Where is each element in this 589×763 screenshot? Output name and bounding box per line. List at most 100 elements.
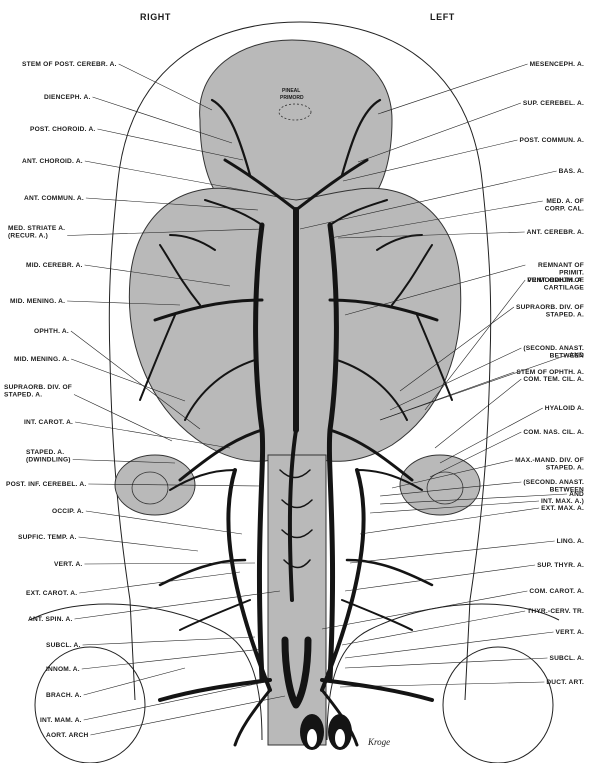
label-right-line: (SECOND. ANAST. (523, 479, 584, 486)
label-right-subcl-a: SUBCL. A. (549, 655, 584, 662)
label-right-line: ANT. CEREBR. A. (527, 229, 584, 236)
label-left-ant-choroid-a: ANT. CHOROID. A. (22, 158, 83, 165)
label-right-and: AND (569, 491, 584, 498)
label-left-line: (RECUR. A.) (8, 233, 48, 240)
labels-right-group: MESENCEPH. A.SUP. CEREBEL. A.POST. COMMU… (515, 61, 584, 686)
label-right-vert-a: VERT. A. (556, 629, 584, 636)
label-left-dienceph-a: DIENCEPH. A. (44, 94, 91, 101)
label-right-line: STAPED. A. (546, 465, 584, 472)
label-left-line: SUPRAORB. DIV. OF (4, 384, 72, 391)
label-left-line: MID. MENING. A. (14, 356, 69, 363)
label-right-line: COM. CAROT. A. (529, 588, 584, 595)
label-right-bas-a: BAS. A. (559, 168, 584, 175)
labels-left-group: STEM OF POST. CEREBR. A. DIENCEPH. A. POST… (4, 61, 117, 739)
label-left-int-mam-a: INT. MAM. A. (40, 717, 82, 724)
label-right-line: MED. A. OF (546, 198, 584, 205)
label-left-line: STAPED. A. (4, 392, 42, 399)
leader-line (345, 565, 535, 591)
label-left-occip-a: OCCIP. A. (52, 508, 84, 515)
label-right-line: SUPRAORB. DIV. OF (516, 304, 584, 311)
label-left-line: MID. MENING. A. (10, 298, 65, 305)
label-left-line: POST. CHOROID. A. (30, 126, 95, 133)
label-left-vert-a: VERT. A. (54, 561, 82, 568)
label-right-line: AND (569, 491, 584, 498)
label-right-line: SUBCL. A. (549, 655, 584, 662)
label-right-line: SUP. CEREBEL. A. (523, 100, 584, 107)
label-right-line: REMNANT OF (538, 262, 584, 269)
label-left-line: ANT. COMMUN. A. (24, 195, 84, 202)
leader-line (430, 432, 521, 477)
leader-line (342, 611, 525, 645)
leader-line (82, 649, 262, 669)
label-left-line: EXT. CAROT. A. (26, 590, 77, 597)
label-right-line: HYALOID A. (545, 405, 584, 412)
label-right-ant-cerebr-a: ANT. CEREBR. A. (527, 229, 584, 236)
label-right-com-tem-cil-a: COM. TEM. CIL. A. (523, 376, 584, 383)
label-right-line: COM. TEM. CIL. A. (523, 376, 584, 383)
label-right-com-nas-cil-a: COM. NAS. CIL. A. (523, 429, 584, 436)
label-left-line: (DWINDLING) (26, 457, 71, 464)
leader-line (79, 537, 198, 551)
leader-line (350, 541, 555, 563)
label-left-mid-mening-a: MID. MENING. A. (14, 356, 69, 363)
label-left-mid-mening-a: MID. MENING. A. (10, 298, 65, 305)
label-left-line: MED. STRIATE A. (8, 225, 65, 232)
label-right-line: BAS. A. (559, 168, 584, 175)
label-right-line: MAX.-MAND. DIV. OF (515, 457, 584, 464)
label-left-line: BRACH. A. (46, 692, 82, 699)
label-left-supfic-temp-a: SUPFIC. TEMP. A. (18, 534, 77, 541)
label-left-ophth-a: OPHTH. A. (34, 328, 69, 335)
label-left-mid-cerebr-a: MID. CEREBR. A. (26, 262, 83, 269)
label-left-int-carot-a: INT. CAROT. A. (24, 419, 73, 426)
label-right-ling-a: LING. A. (557, 538, 584, 545)
artist-signature: Kroge (367, 737, 390, 747)
label-right-sup-thyr-a: SUP. THYR. A. (537, 562, 584, 569)
leader-line (83, 637, 255, 645)
label-right-line: INT. MAX. A.) (541, 498, 584, 505)
label-right-line: EXT. MAX. A. (541, 505, 584, 512)
label-right-hyaloid-a: HYALOID A. (545, 405, 584, 412)
label-right-line: MESENCEPH. A. (530, 61, 584, 68)
label-right-com-carot-a: COM. CAROT. A. (529, 588, 584, 595)
label-right-int-max-a: INT. MAX. A.) (541, 498, 584, 505)
label-left-line: POST. INF. CEREBEL. A. (6, 481, 86, 488)
label-right-ext-max-a: EXT. MAX. A. (541, 505, 584, 512)
label-right-line: PRIMORDIUM OF (527, 277, 584, 284)
label-left-line: ANT. SPIN. A. (28, 616, 73, 623)
label-left-line: OPHTH. A. (34, 328, 69, 335)
label-left-line: INT. MAM. A. (40, 717, 82, 724)
mesencephalon (200, 40, 392, 210)
leader-line (90, 696, 285, 735)
label-right-thyr-cerv-tr: THYR.-CERV. TR. (527, 608, 584, 615)
label-left-post-inf-cerebel-a: POST. INF. CEREBEL. A. (6, 481, 86, 488)
label-right-line: COM. NAS. CIL. A. (523, 429, 584, 436)
leader-line (345, 658, 547, 668)
label-right-line: THYR.-CERV. TR. (527, 608, 584, 615)
leader-line (340, 682, 544, 687)
label-left-brach-a: BRACH. A. (46, 692, 82, 699)
label-left-subcl-a: SUBCL. A. (46, 642, 81, 649)
label-left-line: DIENCEPH. A. (44, 94, 91, 101)
label-right-line: AND (569, 352, 584, 359)
pineal-label-line1: PINEAL (282, 88, 300, 94)
label-right-line: STEM OF OPHTH. A. (516, 369, 584, 376)
leader-line (84, 563, 255, 564)
leader-line (79, 572, 240, 593)
label-left-ant-spin-a: ANT. SPIN. A. (28, 616, 73, 623)
label-right-line: VERT. A. (556, 629, 584, 636)
label-right-duct-art: DUCT. ART. (546, 679, 584, 686)
label-left-line: STEM OF POST. CEREBR. A. (22, 61, 117, 68)
label-left-line: VERT. A. (54, 561, 82, 568)
label-left-line: SUPFIC. TEMP. A. (18, 534, 77, 541)
label-right-and: AND (569, 352, 584, 359)
pineal-label-line2: PRIMORD (280, 95, 304, 101)
label-left-supraorb-div-of: SUPRAORB. DIV. OFSTAPED. A. (4, 384, 72, 399)
label-left-line: SUBCL. A. (46, 642, 81, 649)
label-left-aort-arch: AORT. ARCH (46, 732, 88, 739)
header-left-label: LEFT (430, 12, 455, 22)
label-right-line: CARTILAGE (544, 285, 585, 292)
label-right-line: (SECOND. ANAST. (523, 345, 584, 352)
